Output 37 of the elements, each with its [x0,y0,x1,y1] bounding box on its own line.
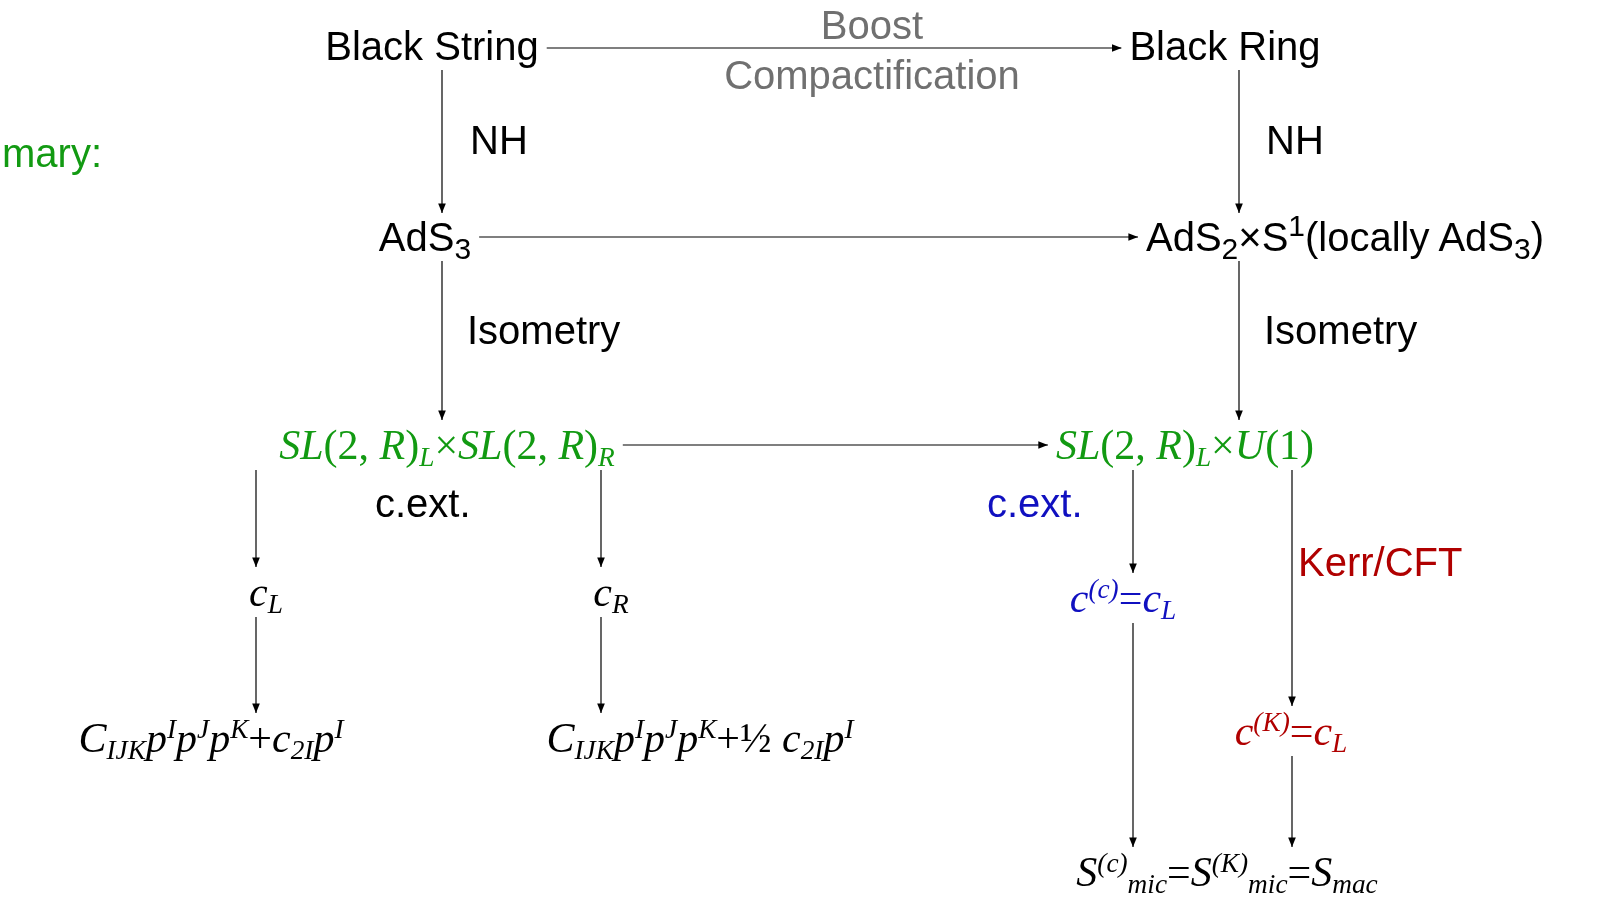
edge-label: Kerr/CFT [1298,539,1463,586]
formula-text: S$^{(c)}$$_{mic}$=S$^{(K)}$$_{mic}$=S$_{mac}$ [1076,851,1378,893]
arrow [1235,260,1243,421]
edge-label: NH [470,117,528,164]
arrow [1129,469,1137,574]
edge-label: NH [1266,117,1324,164]
edge-label: Isometry [467,307,621,354]
edge-label: Boost Compactification [723,2,1021,99]
arrow [597,469,605,568]
formula-text: AdS$_{2}$×S$^{1}$(locally AdS$_{3}$) [1146,217,1544,257]
arrow [622,441,1049,449]
formula-text: c$_{L}$ [249,571,283,613]
arrow [1288,469,1296,707]
arrow [478,233,1139,241]
formula-text: Black String [325,26,539,66]
formula-text: Black Ring [1129,26,1321,66]
formula-text: SL(2, R)$_{L}$×SL(2, R)$_{R}$ [279,424,615,466]
arrow [438,260,446,421]
formula-text: c$^{(K)}$=c$_{L}$ [1234,710,1348,752]
formula-text: c$_{R}$ [593,571,629,613]
note-text: c.ext. [987,480,1083,527]
arrow [252,469,260,568]
formula-text: C$_{IJK}$p$^{I}$p$^{J}$p$^{K}$+½ c$_{2I}$p$^{I}$ [546,717,854,759]
arrow [438,69,446,214]
arrow [597,616,605,714]
arrow [1235,69,1243,214]
formula-text: C$_{IJK}$p$^{I}$p$^{J}$p$^{K}$+c$_{2I}$p$^{I}$ [78,717,344,759]
arrow [1129,622,1137,848]
formula-text: SL(2, R)$_{L}$×U(1) [1055,424,1315,466]
note-text: c.ext. [375,480,471,527]
formula-text: AdS$_{3}$ [378,217,472,257]
arrow [252,616,260,714]
arrow [546,44,1122,52]
edge-label: Isometry [1264,307,1418,354]
formula-text: c$^{(c)}$=c$_{L}$ [1069,577,1177,619]
note-text: mary: [2,130,102,177]
arrow [1288,755,1296,848]
